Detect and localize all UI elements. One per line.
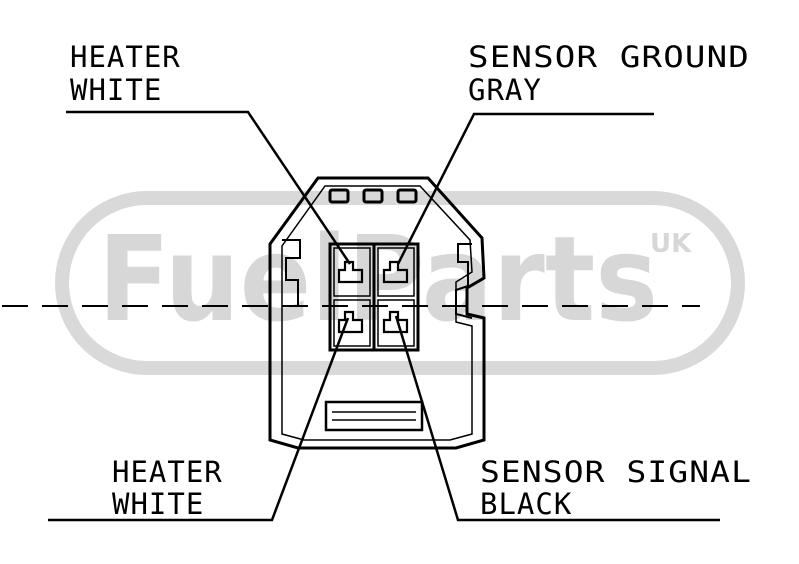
leader-top-left bbox=[66, 110, 352, 265]
terminal-bottom-left bbox=[337, 310, 364, 334]
label-bottom-right-line2: BLACK bbox=[480, 487, 572, 521]
label-bottom-right-line1: SENSOR SIGNAL bbox=[480, 455, 752, 489]
terminal-bottom-right bbox=[382, 310, 409, 334]
connector-body bbox=[268, 176, 486, 450]
label-bottom-right: SENSOR SIGNAL BLACK bbox=[480, 455, 752, 521]
watermark-region-text: UK bbox=[650, 229, 692, 259]
vent-hole-3 bbox=[396, 188, 418, 204]
label-bottom-left-line2: WHITE bbox=[112, 487, 204, 521]
leader-bottom-left bbox=[48, 317, 350, 522]
label-top-right-line1: SENSOR GROUND bbox=[468, 40, 750, 74]
vent-hole-2 bbox=[362, 188, 384, 204]
label-top-right: SENSOR GROUND GRAY bbox=[468, 40, 750, 107]
label-bottom-left: HEATER WHITE bbox=[112, 455, 223, 521]
terminal-top-left bbox=[337, 260, 364, 284]
label-top-right-line2: GRAY bbox=[468, 73, 542, 107]
label-top-left: HEATER WHITE bbox=[70, 40, 181, 107]
vent-hole-1 bbox=[328, 188, 350, 204]
leader-bottom-right bbox=[394, 315, 720, 522]
label-top-left-line2: WHITE bbox=[70, 73, 162, 107]
leader-top-right bbox=[396, 112, 654, 265]
label-top-left-line1: HEATER bbox=[70, 40, 181, 74]
label-bottom-left-line1: HEATER bbox=[112, 455, 223, 489]
watermark-oval bbox=[55, 191, 745, 375]
